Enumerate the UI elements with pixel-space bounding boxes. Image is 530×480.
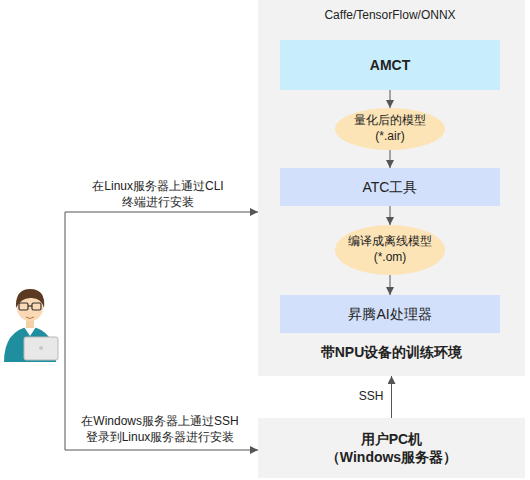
ellipse-fill xyxy=(335,108,445,150)
host-box: 用户PC机 （Windows服务器） xyxy=(258,418,525,478)
install-note: 在Linux服务器上通过CLI 终端进行安装 xyxy=(71,178,246,210)
flow-arrow xyxy=(390,90,391,108)
edge-label: SSH xyxy=(324,389,384,403)
process-box: ATC工具 xyxy=(280,168,500,206)
flow-arrow xyxy=(390,275,391,295)
flow-arrow xyxy=(390,150,391,168)
node-label: 量化后的模型 (*.air) xyxy=(345,113,435,144)
ellipse-fill xyxy=(335,225,445,275)
process-box: AMCT xyxy=(280,40,500,90)
node-label: ATC工具 xyxy=(290,178,490,196)
environment-panel: 带NPU设备的训练环境 AMCT 量化后的模型 (*.air) ATC工具编译成离线模… xyxy=(258,0,525,376)
flow-arrow xyxy=(390,206,391,225)
model-ellipse: 编译成离线模型 (*.om) xyxy=(335,225,445,275)
node-label: 昇腾AI处理器 xyxy=(290,305,490,323)
node-label: 编译成离线模型 (*.om) xyxy=(341,234,439,265)
process-box: 昇腾AI处理器 xyxy=(280,295,500,333)
node-label: 用户PC机 （Windows服务器） xyxy=(317,430,467,466)
framework-label: Caffe/TensorFlow/ONNX xyxy=(280,7,500,23)
flow-arrow xyxy=(391,376,392,418)
model-ellipse: 量化后的模型 (*.air) xyxy=(335,108,445,150)
panel-title: 带NPU设备的训练环境 xyxy=(272,343,512,361)
user-figure xyxy=(4,289,58,362)
install-path-line xyxy=(65,450,258,451)
node-label: AMCT xyxy=(290,56,490,74)
install-note: 在Windows服务器上通过SSH 登录到Linux服务器进行安装 xyxy=(63,413,258,445)
